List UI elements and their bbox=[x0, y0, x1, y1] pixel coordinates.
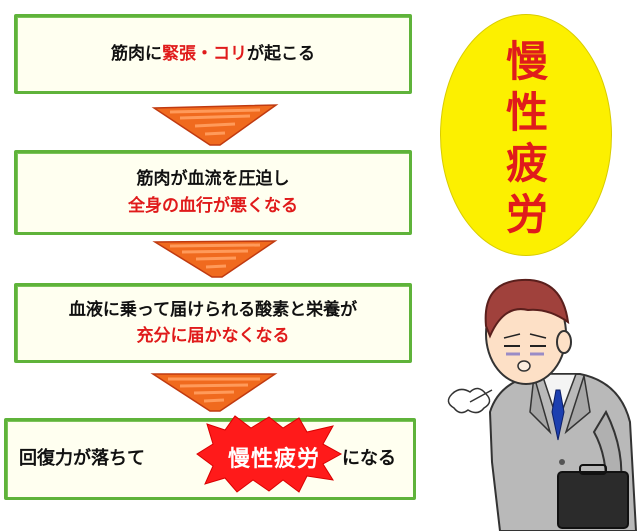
burst-shape bbox=[196, 415, 343, 493]
step-2-box: 筋肉が血流を圧迫し 全身の血行が悪くなる bbox=[14, 150, 412, 235]
burst-text: 慢性疲労 bbox=[227, 447, 320, 472]
step-1-box: 筋肉に緊張・コリが起こる bbox=[14, 14, 412, 94]
step-3-line-1: 血液に乗って届けられる酸素と栄養が bbox=[68, 299, 358, 320]
step-1-text-red: 緊張・コリ bbox=[162, 43, 247, 64]
step-3-box: 血液に乗って届けられる酸素と栄養が 充分に届かなくなる bbox=[14, 283, 412, 363]
down-arrow-1 bbox=[151, 104, 279, 146]
step-2-line-1: 筋肉が血流を圧迫し bbox=[136, 169, 290, 190]
title-char-1: 慢 bbox=[505, 37, 548, 86]
step-1-text: 筋肉に緊張・コリが起こる bbox=[111, 41, 315, 67]
down-arrow-3 bbox=[150, 373, 278, 412]
title-char-4: 労 bbox=[505, 190, 548, 239]
step-3-line-2: 充分に届かなくなる bbox=[136, 326, 290, 346]
title-ellipse bbox=[440, 14, 612, 256]
down-arrow-2 bbox=[152, 240, 278, 278]
title-char-3: 疲 bbox=[505, 139, 548, 188]
step-2-line-2: 全身の血行が悪くなる bbox=[128, 195, 298, 216]
vertical-title: 慢 性 疲 労 bbox=[505, 36, 549, 240]
step-4-pre: 回復力が落ちて bbox=[19, 448, 145, 470]
step-1-text-b: が起こる bbox=[247, 43, 315, 64]
step-4-post: になる bbox=[342, 448, 396, 470]
title-char-2: 性 bbox=[505, 88, 548, 137]
step-1-text-a: 筋肉に bbox=[111, 43, 162, 64]
tired-man-illustration bbox=[447, 278, 638, 531]
